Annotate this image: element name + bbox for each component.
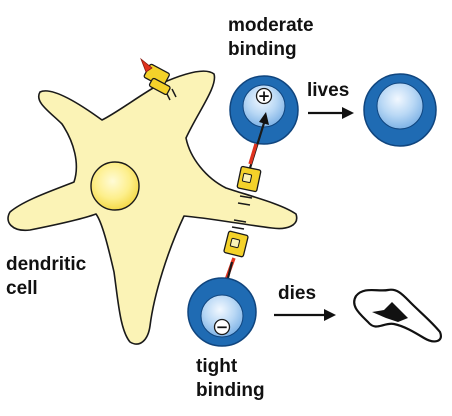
right-arrow-icon-bottom <box>274 309 336 321</box>
label-moderate-binding-line1: moderate <box>228 15 314 36</box>
t-cell-tight: − <box>187 277 257 347</box>
t-cell-survivor <box>363 73 437 147</box>
label-dendritic-cell-line2: cell <box>6 278 38 299</box>
label-tight-binding-line2: binding <box>196 380 265 401</box>
label-dendritic-cell-line1: dendritic <box>6 254 87 275</box>
dendritic-cell-body <box>7 70 298 345</box>
mhc-receptor-top <box>140 57 177 101</box>
t-cell-moderate: + <box>229 75 299 145</box>
dendritic-nucleus <box>90 161 140 211</box>
right-arrow-icon <box>308 107 354 119</box>
minus-sign-icon <box>213 318 231 336</box>
dead-cell-icon <box>353 288 442 343</box>
label-tight-binding-line1: tight <box>196 356 238 377</box>
plus-sign: + <box>258 87 271 105</box>
label-dies: dies <box>278 283 317 304</box>
label-moderate-binding-line2: binding <box>228 39 297 60</box>
minus-sign: − <box>216 318 229 336</box>
tcr-mhc-complex-upper <box>236 112 269 206</box>
label-lives: lives <box>307 80 350 101</box>
plus-sign-icon <box>255 87 273 105</box>
dendritic-cell <box>7 70 298 345</box>
